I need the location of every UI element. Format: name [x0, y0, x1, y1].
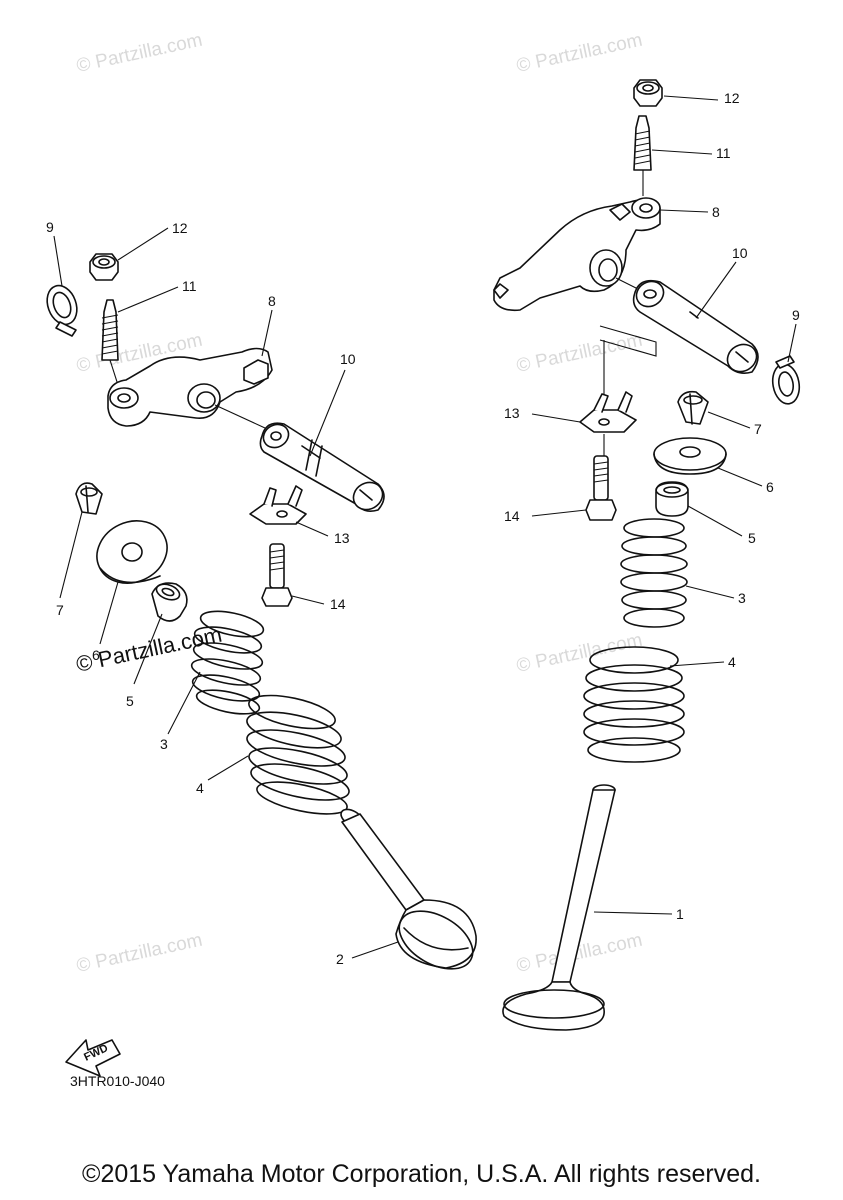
- leader-line: [717, 467, 763, 487]
- part-oil-seal-right: [655, 481, 689, 517]
- callout-7: 7: [56, 602, 64, 618]
- callout-11: 11: [182, 278, 197, 294]
- callout-6: 6: [92, 647, 100, 663]
- leader-line: [669, 661, 725, 667]
- part-inner-spring-left: [190, 610, 265, 715]
- part-rocker-shaft-right: [599, 277, 759, 374]
- part-circlip-right: [771, 355, 801, 405]
- watermark: © Partzilla.com: [75, 930, 205, 977]
- part-rocker-shaft-left: [214, 404, 385, 512]
- part-rocker-arm-left: [107, 347, 273, 427]
- callout-5: 5: [748, 530, 756, 546]
- part-nut-left: [89, 253, 119, 281]
- part-nut-right: [633, 79, 663, 107]
- callout-4: 4: [728, 654, 736, 670]
- part-rocker-arm-right: [493, 197, 661, 312]
- copyright-notice: ©2015 Yamaha Motor Corporation, U.S.A. A…: [82, 1160, 761, 1188]
- right-valve-assembly: 12 11 8 10 9 13 7 6 14 5 3 4 1: [493, 79, 801, 1031]
- part-adjuster-screw-left: [101, 299, 119, 386]
- part-oil-seal-left: [151, 582, 188, 622]
- part-retainer-left: [96, 520, 168, 584]
- leader-line: [659, 209, 709, 213]
- callout-10: 10: [340, 351, 356, 367]
- leader-line: [531, 413, 581, 423]
- leader-line: [695, 261, 737, 319]
- part-collet-right: [677, 390, 709, 425]
- callout-3: 3: [160, 736, 168, 752]
- callout-13: 13: [334, 530, 350, 546]
- fwd-arrow: FWD: [65, 1039, 121, 1077]
- leader-line: [261, 309, 273, 357]
- callout-8: 8: [712, 204, 720, 220]
- callout-9: 9: [792, 307, 800, 323]
- left-valve-assembly: FWD 9 12 11 8 10 13 14 7 6 5 3 4 2: [46, 219, 477, 1077]
- callout-12: 12: [172, 220, 188, 236]
- part-bolt-left: [261, 543, 293, 607]
- leader-line: [351, 941, 399, 959]
- watermark: © Partzilla.com: [75, 30, 205, 77]
- watermark: © Partzilla.com: [515, 330, 645, 377]
- part-collet-left: [75, 482, 103, 515]
- callout-6: 6: [766, 479, 774, 495]
- leader-line: [531, 509, 587, 517]
- callout-12: 12: [724, 90, 740, 106]
- callout-1: 1: [676, 906, 684, 922]
- callout-8: 8: [268, 293, 276, 309]
- part-retainer-right: [653, 437, 727, 475]
- leader-line: [117, 286, 179, 313]
- callout-4: 4: [196, 780, 204, 796]
- part-bolt-right: [585, 434, 617, 521]
- leader-line: [787, 323, 797, 363]
- leader-line: [687, 505, 743, 537]
- part-valve-left: [340, 808, 477, 970]
- leader-line: [167, 671, 201, 735]
- leader-line: [207, 755, 249, 781]
- part-outer-spring-right: [583, 646, 685, 763]
- leader-line: [295, 521, 329, 537]
- leader-line: [99, 581, 119, 645]
- part-circlip-left: [46, 284, 78, 337]
- diagram-code: 3HTR010-J040: [70, 1073, 165, 1089]
- leader-line: [117, 227, 169, 261]
- leader-line: [309, 369, 346, 457]
- part-inner-spring-right: [620, 518, 688, 628]
- callout-2: 2: [336, 951, 344, 967]
- callout-14: 14: [504, 508, 520, 524]
- leader-line: [593, 911, 673, 915]
- callout-14: 14: [330, 596, 346, 612]
- leader-line: [59, 511, 83, 599]
- leader-line: [291, 595, 325, 605]
- watermark: © Partzilla.com: [515, 30, 645, 77]
- leader-line: [53, 235, 63, 287]
- callout-7: 7: [754, 421, 762, 437]
- part-lock-plate-left: [249, 485, 307, 525]
- leader-line: [133, 613, 163, 685]
- part-valve-right: [502, 784, 616, 1031]
- part-lock-plate-right: [579, 340, 637, 433]
- leader-line: [685, 585, 735, 599]
- callout-11: 11: [716, 145, 731, 161]
- callout-9: 9: [46, 219, 54, 235]
- leader-line: [663, 95, 719, 101]
- callout-13: 13: [504, 405, 520, 421]
- part-adjuster-screw-right: [633, 115, 652, 196]
- callout-3: 3: [738, 590, 746, 606]
- leader-line: [707, 411, 751, 429]
- callout-5: 5: [126, 693, 134, 709]
- watermark: © Partzilla.com: [515, 630, 645, 677]
- callout-10: 10: [732, 245, 748, 261]
- part-outer-spring-left: [246, 694, 350, 815]
- leader-line: [651, 149, 713, 155]
